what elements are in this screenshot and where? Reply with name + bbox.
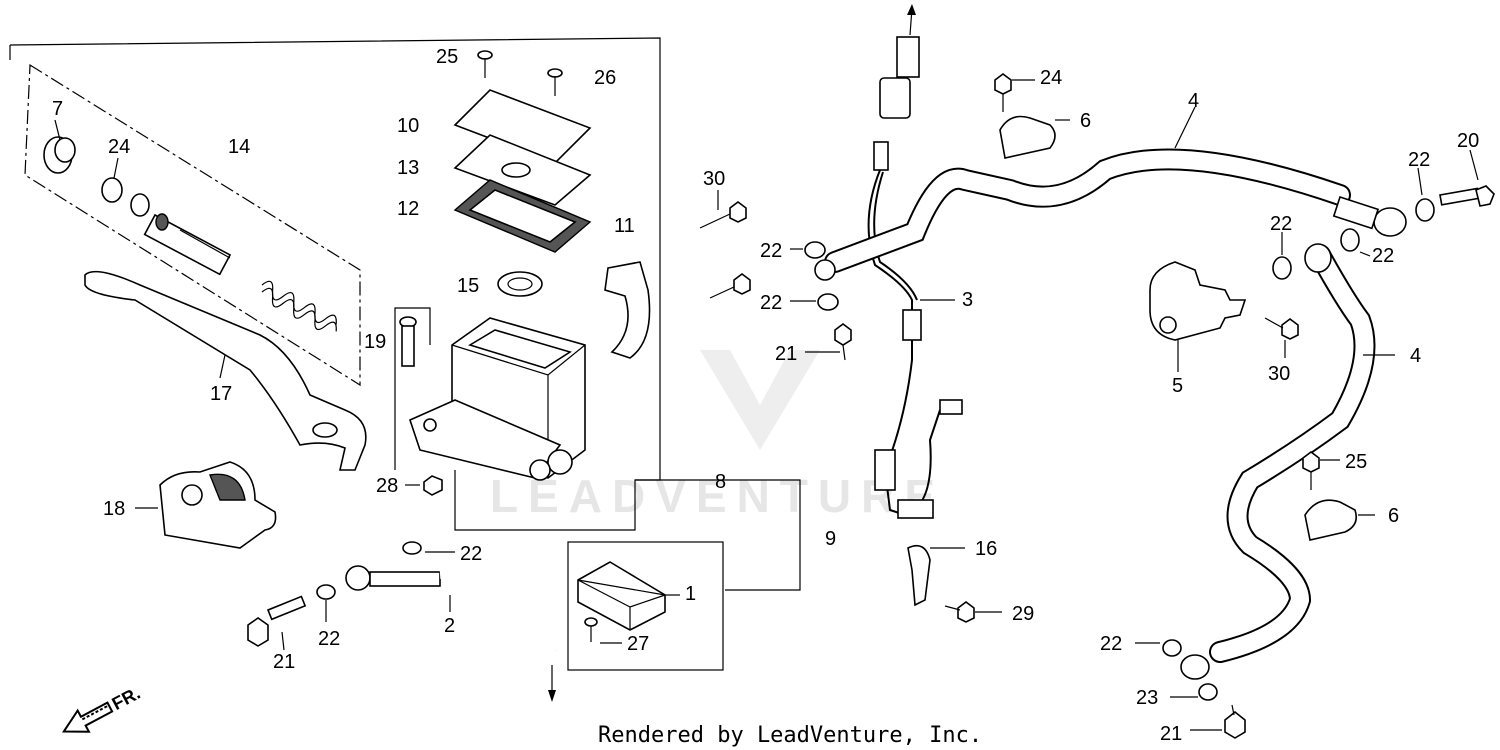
nut-part xyxy=(497,271,543,297)
callout-label: 10 xyxy=(397,115,419,137)
callout-label: 29 xyxy=(1012,603,1034,625)
bolts-30 xyxy=(699,190,751,299)
brake-lever xyxy=(84,270,367,471)
callout-label: 25 xyxy=(1345,451,1367,473)
watermark: LEADVENTURE xyxy=(490,350,945,522)
callout-label: 27 xyxy=(627,633,649,655)
callout-label: 6 xyxy=(1388,505,1399,527)
callout-label: 22 xyxy=(760,292,782,314)
callout-label: 9 xyxy=(825,528,836,550)
holder-part xyxy=(604,261,651,359)
callout-label: 22 xyxy=(460,543,482,565)
callout-label: 4 xyxy=(1188,90,1199,112)
callout-label: 21 xyxy=(1160,723,1182,745)
callout-label: 6 xyxy=(1080,110,1091,132)
callout-label: 20 xyxy=(1457,130,1479,152)
watermark-text: LEADVENTURE xyxy=(490,470,945,522)
callout-label: 11 xyxy=(614,215,635,237)
banjo-bolt-21 xyxy=(247,595,307,651)
callout-label: 2 xyxy=(444,615,455,637)
callout-label: 24 xyxy=(108,136,130,158)
callout-label: 26 xyxy=(594,67,616,89)
direction-label: FR. xyxy=(109,683,144,714)
callout-label: 8 xyxy=(715,471,726,493)
callout-label: 22 xyxy=(318,628,340,650)
callout-label: 22 xyxy=(1100,633,1122,655)
lever-cover xyxy=(135,461,277,549)
screw-part xyxy=(477,50,563,96)
hose-clamp xyxy=(907,544,931,607)
callout-label: 22 xyxy=(760,240,782,262)
nut-27-part xyxy=(405,475,443,496)
piston-part xyxy=(143,213,232,276)
callout-label: 7 xyxy=(52,98,63,120)
callout-label: 1 xyxy=(685,583,696,605)
clamp-6-top xyxy=(999,115,1056,159)
right-hoses xyxy=(994,73,1495,739)
callout-label: 13 xyxy=(397,157,419,179)
callout-label: 24 xyxy=(1040,67,1062,89)
callout-label: 30 xyxy=(703,168,725,190)
callout-label: 22 xyxy=(1372,245,1394,267)
callout-label: 5 xyxy=(1172,375,1183,397)
callout-label: 28 xyxy=(376,475,398,497)
master-cylinder-group xyxy=(9,37,801,591)
callouts: 1 2 3 4 4 5 6 6 7 8 9 10 11 12 13 14 15 … xyxy=(52,46,1479,745)
callout-label: 15 xyxy=(457,275,479,297)
callout-label: 25 xyxy=(436,46,458,68)
callout-label: 16 xyxy=(975,538,997,560)
pivot-bolt xyxy=(399,316,417,367)
brake-switch xyxy=(577,561,666,631)
callout-label: 12 xyxy=(397,198,419,220)
front-direction-arrow: FR. xyxy=(62,683,144,733)
callout-label: 22 xyxy=(1408,149,1430,171)
callout-label: 21 xyxy=(775,343,797,365)
bolt-20 xyxy=(1439,149,1495,207)
callout-label: 3 xyxy=(962,289,973,311)
callout-label: 21 xyxy=(273,651,295,673)
callout-label: 17 xyxy=(210,383,232,405)
callout-label: 30 xyxy=(1268,363,1290,385)
callout-label: 23 xyxy=(1136,687,1158,709)
circlip-part xyxy=(101,177,123,203)
master-cylinder-body xyxy=(409,317,586,481)
callout-label: 18 xyxy=(103,498,125,520)
spring-part xyxy=(261,280,337,332)
brake-hose-2 xyxy=(247,541,561,702)
footer-credit: Rendered by LeadVenture, Inc. xyxy=(598,723,982,748)
bracket-5 xyxy=(1149,261,1247,372)
boot-part xyxy=(43,119,76,174)
callout-label: 14 xyxy=(228,136,250,158)
switch-group xyxy=(567,541,724,671)
clamp-6-bottom xyxy=(1304,499,1358,541)
callout-label: 22 xyxy=(1270,213,1292,235)
center-hoses xyxy=(699,4,1407,623)
callout-label: 19 xyxy=(364,331,386,353)
callout-label: 4 xyxy=(1410,345,1421,367)
